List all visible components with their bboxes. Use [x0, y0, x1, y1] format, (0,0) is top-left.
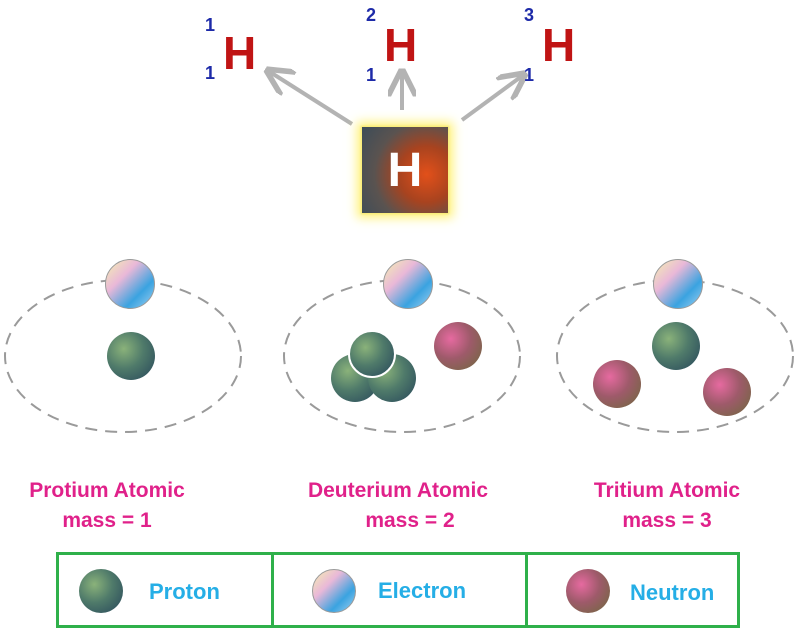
deuterium-electron — [383, 259, 433, 309]
caption-protium: Protium Atomic mass = 1 — [0, 476, 237, 536]
mass-number: 3 — [524, 5, 535, 25]
caption-line-2: mass = 2 — [365, 509, 455, 532]
element-symbol: H — [542, 19, 576, 71]
caption-line-1: Protium Atomic — [29, 479, 185, 502]
protium-electron — [105, 259, 155, 309]
legend-item-neutron: Neutron — [525, 555, 737, 625]
hydrogen-element-box: H — [362, 127, 448, 213]
element-symbol: H — [384, 19, 418, 71]
tritium-proton — [652, 322, 700, 370]
tritium-electron — [653, 259, 703, 309]
protium-proton — [107, 332, 155, 380]
atomic-number: 1 — [205, 63, 216, 83]
isotope-deuterium-symbol: 2 1 H — [366, 4, 436, 84]
deuterium-neutron — [434, 322, 482, 370]
legend-label: Neutron — [630, 580, 715, 605]
deuterium-proton-top — [348, 330, 396, 378]
caption-line-2: mass = 1 — [62, 509, 152, 532]
mass-number: 2 — [366, 5, 377, 25]
electron-ball-icon — [312, 569, 356, 613]
element-symbol: H — [223, 27, 257, 79]
legend: Proton Electron Neutron — [56, 552, 740, 628]
caption-line-2: mass = 3 — [622, 509, 712, 532]
atomic-number: 1 — [524, 65, 535, 85]
isotope-protium-symbol: 1 1 H — [205, 14, 275, 84]
legend-label: Electron — [378, 578, 467, 603]
caption-tritium: Tritium Atomic mass = 3 — [537, 476, 797, 536]
caption-line-1: Tritium Atomic — [593, 479, 741, 502]
legend-item-electron: Electron — [271, 555, 525, 625]
tritium-neutron-right — [703, 368, 751, 416]
legend-item-proton: Proton — [59, 555, 271, 625]
caption-deuterium: Deuterium Atomic mass = 2 — [268, 476, 528, 536]
proton-ball-icon — [79, 569, 123, 613]
neutron-ball-icon — [566, 569, 610, 613]
mass-number: 1 — [205, 15, 216, 35]
isotope-tritium-symbol: 3 1 H — [524, 4, 594, 86]
tritium-neutron-left — [593, 360, 641, 408]
arrow-left — [270, 72, 354, 126]
atomic-number: 1 — [366, 65, 377, 85]
arrow-right — [460, 76, 522, 122]
legend-label: Proton — [149, 579, 220, 604]
caption-line-1: Deuterium Atomic — [307, 479, 489, 502]
